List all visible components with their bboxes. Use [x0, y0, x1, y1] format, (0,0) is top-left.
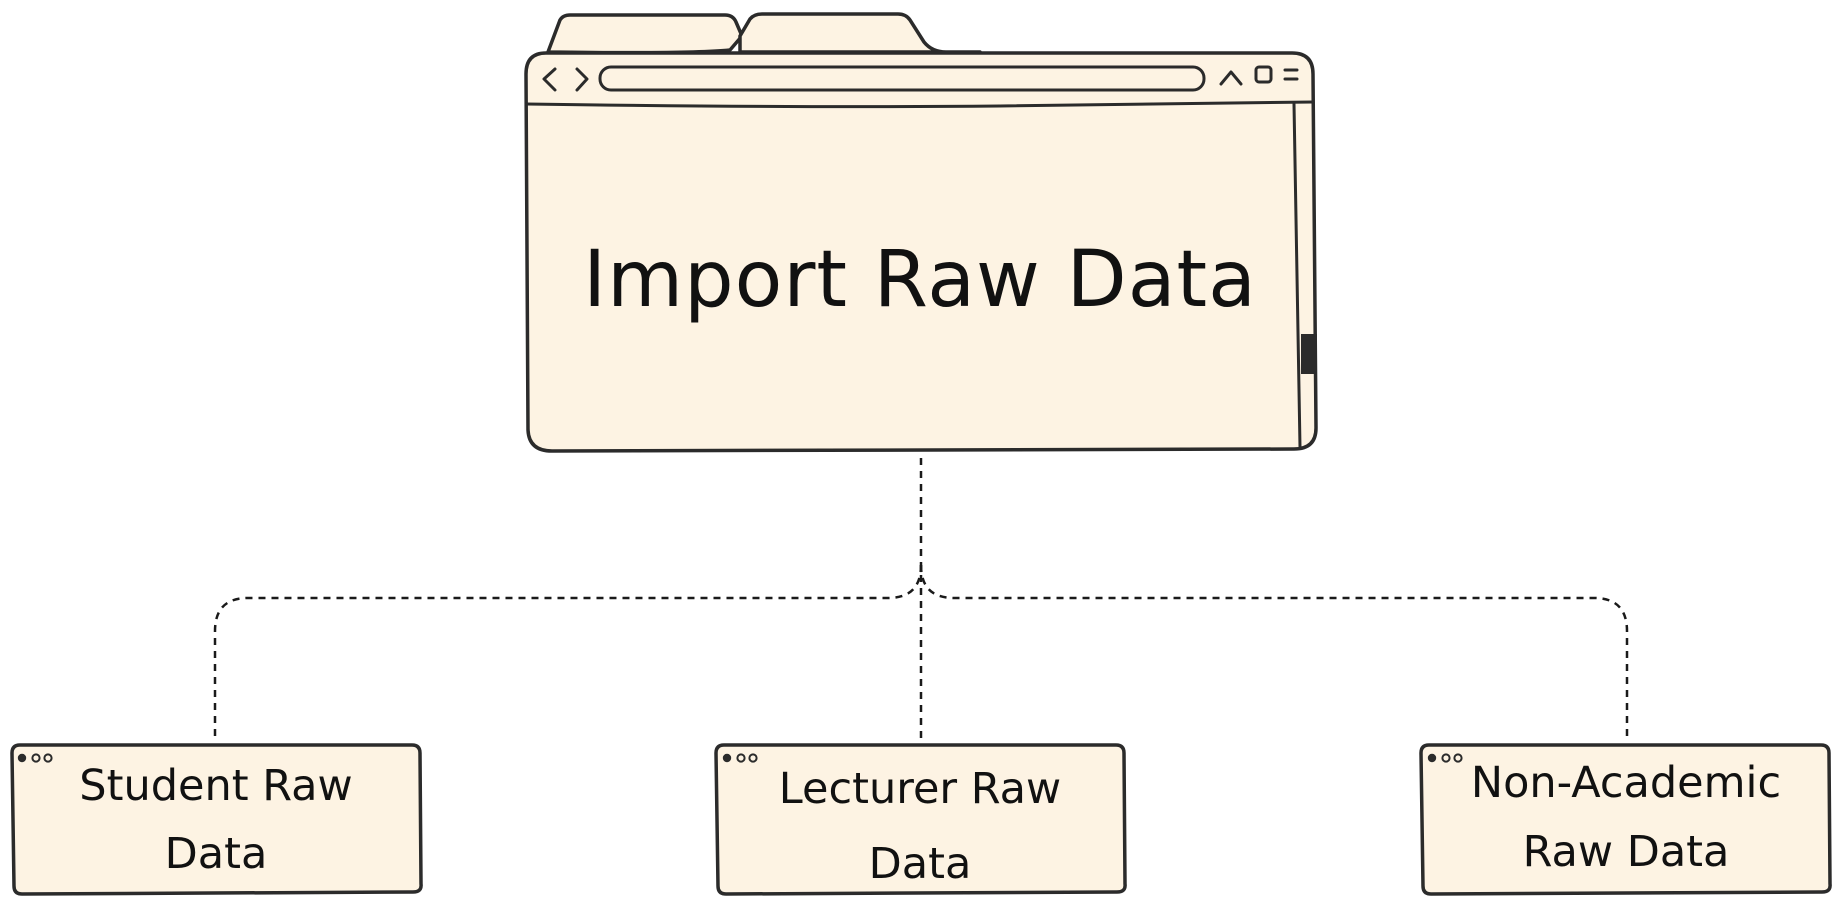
scrollbar-thumb [1301, 334, 1317, 374]
window-frame [524, 51, 1318, 453]
child-card-line1: Non-Academic [1471, 758, 1781, 808]
connector-right [919, 564, 1629, 742]
window-dots-icon [722, 753, 758, 763]
folder-tab-left [546, 13, 744, 55]
address-bar [598, 65, 1206, 92]
connectors [213, 458, 1629, 742]
window-menu-icon [1283, 68, 1299, 81]
child-card-line2: Data [165, 829, 268, 879]
child-card-line2: Raw Data [1523, 827, 1730, 877]
root-title: Import Raw Data [583, 235, 1257, 325]
window-header-divider [524, 100, 1315, 109]
child-card-lecturer: Lecturer Raw Data [714, 743, 1127, 896]
scrollbar-track [1292, 102, 1302, 449]
child-card-student: Student Raw Data [10, 743, 423, 896]
window-square-icon [1254, 65, 1273, 84]
back-arrow-icon [542, 67, 557, 92]
folder-tab-right [738, 12, 982, 54]
forward-arrow-icon [575, 67, 589, 92]
child-card-line1: Student Raw [79, 761, 352, 811]
window-dots-icon [1427, 753, 1463, 763]
child-card-frame [1419, 743, 1832, 896]
window-dots-icon [17, 753, 53, 763]
child-card-non-academic: Non-Academic Raw Data [1419, 743, 1832, 896]
root-window: Import Raw Data [524, 12, 1318, 453]
child-card-frame [10, 743, 423, 896]
connector-left [213, 564, 923, 742]
child-card-line1: Lecturer Raw [779, 764, 1061, 814]
child-card-line2: Data [869, 839, 972, 889]
collapse-caret-icon [1219, 70, 1243, 86]
child-card-frame [714, 743, 1127, 896]
